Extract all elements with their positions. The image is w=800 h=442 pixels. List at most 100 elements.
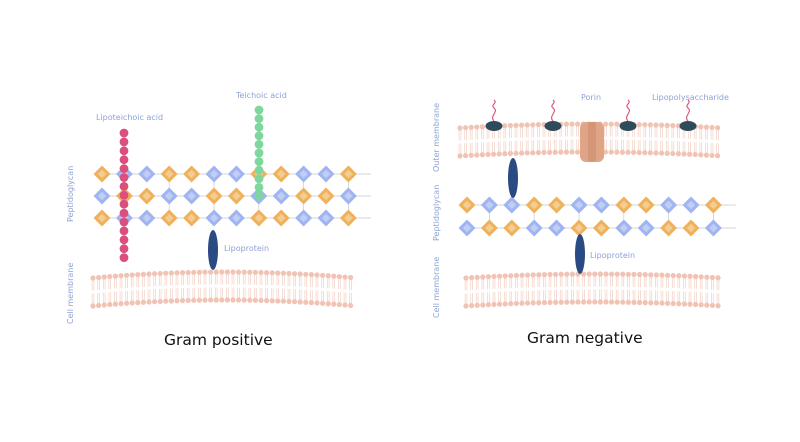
outer-membrane-lipid: [698, 124, 704, 158]
outer-membrane-lipid: [507, 122, 513, 157]
gram-negative-membrane-lipid: [581, 271, 587, 305]
gram-negative-peptidoglycan-unit: [503, 219, 521, 237]
lipoteichoic-bead: [119, 226, 129, 236]
gram-positive-peptidoglycan-unit: [272, 209, 290, 227]
gram-negative-membrane-lipid: [513, 272, 520, 307]
gram-negative-membrane-lipid: [541, 272, 548, 306]
gram-negative-membrane-lipid: [642, 272, 648, 306]
gram-positive-membrane-lipid: [269, 270, 275, 304]
gram-positive-membrane-lipid: [331, 273, 337, 307]
gram-positive-peptidoglycan-unit: [205, 187, 223, 205]
gram-negative-peptidoglycan-unit: [615, 196, 633, 214]
gram-positive-cell-membrane: [90, 269, 354, 309]
outer-membrane-lipid: [608, 121, 614, 155]
gram-positive-membrane-lipid: [247, 269, 253, 303]
teichoic-acid-label: Teichoic acid: [235, 91, 287, 100]
teichoic-bead: [254, 165, 264, 175]
gram-positive-peptidoglycan-unit: [295, 187, 313, 205]
lipoteichoic-bead: [119, 128, 129, 138]
teichoic-bead: [254, 157, 264, 167]
gram-negative-membrane-lipid: [491, 273, 497, 308]
gram-positive-membrane-lipid: [146, 271, 152, 305]
gram-negative-membrane-lipid: [698, 274, 704, 308]
outer-membrane-lipid: [519, 122, 525, 156]
outer-membrane-lipid: [463, 125, 469, 159]
outer-membrane-lipid: [563, 121, 570, 155]
outer-membrane-lipid: [479, 124, 485, 158]
gram-positive-membrane-lipid: [348, 274, 354, 309]
gram-negative-membrane-lipid: [530, 272, 536, 306]
gram-positive-peptidoglycan-unit: [317, 165, 335, 183]
gram-positive-membrane-lipid: [297, 271, 303, 305]
outer-membrane-lipid: [457, 125, 463, 159]
gram-negative-membrane-lipid: [704, 274, 710, 308]
gram-positive-peptidoglycan-unit: [227, 165, 245, 183]
gram-negative-peptidoglycan-unit: [637, 196, 655, 214]
gram-positive-membrane-lipid: [219, 269, 225, 303]
gram-negative-membrane-lipid: [547, 271, 553, 306]
teichoic-bead: [254, 174, 264, 184]
gram-negative-membrane-lipid: [670, 272, 676, 307]
lipoteichoic-bead: [119, 208, 129, 218]
lipopolysaccharide-molecule: [679, 99, 697, 131]
outer-membrane-lipid: [468, 124, 474, 158]
lipoteichoic-bead: [119, 253, 129, 262]
gram-negative-peptidoglycan-unit: [458, 219, 476, 237]
lipoteichoic-bead: [119, 244, 129, 254]
gram-negative-peptidoglycan-unit: [682, 196, 700, 214]
gram-negative-membrane-lipid: [687, 273, 693, 307]
gram-negative-membrane-lipid: [553, 271, 559, 305]
porin-protein: [580, 122, 604, 162]
gram-negative-membrane-lipid: [497, 273, 503, 307]
gram-positive-peptidoglycan-unit: [138, 187, 156, 205]
gram-negative-membrane-lipid: [637, 271, 643, 306]
outer-membrane-lipid: [709, 124, 715, 159]
teichoic-bead: [254, 191, 264, 201]
gram-positive-membrane-lipid: [336, 273, 342, 308]
gram-positive-peptidoglycan-unit: [183, 209, 201, 227]
gram-negative-membrane-lipid: [614, 271, 620, 305]
outer-membrane-lipid: [653, 122, 659, 156]
lipoteichoic-bead: [119, 199, 129, 209]
gram-negative-peptidoglycan-unit: [704, 196, 722, 214]
gram-positive-membrane-lipid: [314, 272, 320, 306]
gram-negative-membrane-lipid: [709, 274, 716, 309]
outer-membrane-lipid: [675, 123, 682, 157]
lipopolysaccharide-molecule: [619, 99, 637, 131]
gram-positive-peptidoglycan-unit: [295, 209, 313, 227]
gram-negative-peptidoglycan-unit: [704, 219, 722, 237]
gram-negative-lipoprotein-shape: [575, 234, 585, 274]
gram-positive-membrane-lipid: [325, 273, 331, 307]
gram-negative-peptidoglycan-unit: [637, 219, 655, 237]
gram-positive-membrane-lipid: [280, 270, 286, 304]
lipoteichoic-bead: [119, 155, 129, 165]
lipopolysaccharide-label: Lipopolysaccharide: [652, 93, 729, 102]
gram-positive-peptidoglycan-unit: [227, 209, 245, 227]
gram-positive-peptidoglycan-unit: [227, 187, 245, 205]
gram-negative-membrane-lipid: [665, 272, 671, 306]
gram-positive-membrane-lipid: [308, 272, 314, 306]
gram-negative-peptidoglycan-unit: [525, 219, 543, 237]
gram-negative-peptidoglycan-unit: [548, 219, 566, 237]
gram-positive-membrane-lipid: [258, 269, 264, 304]
teichoic-bead: [254, 140, 264, 149]
gram-negative-membrane-lipid: [508, 273, 514, 307]
gram-negative-membrane-lipid: [485, 274, 491, 308]
lipoteichoic-bead: [119, 235, 129, 245]
outer-membrane-lipid: [603, 121, 609, 155]
gram-negative-membrane-lipid: [676, 273, 682, 307]
gram-positive-membrane-lipid: [208, 269, 214, 303]
gram-positive-membrane-lipid: [129, 272, 135, 306]
outer-membrane-lipid: [703, 124, 710, 158]
gram-positive-peptidoglycan-unit: [138, 209, 156, 227]
gram-positive-peptidoglycan-layer: [93, 165, 371, 227]
gram-negative-peptidoglycan-unit: [660, 219, 678, 237]
gram-negative-membrane-lipid: [569, 271, 576, 305]
gram-negative-membrane-lipid: [586, 271, 592, 305]
gram-positive-membrane-lipid: [264, 270, 270, 304]
gram-positive-membrane-lipid: [303, 271, 309, 305]
gram-negative-membrane-lipid: [609, 271, 615, 305]
outer-membrane-lipid: [715, 125, 721, 159]
gram-negative-title: Gram negative: [527, 329, 643, 347]
